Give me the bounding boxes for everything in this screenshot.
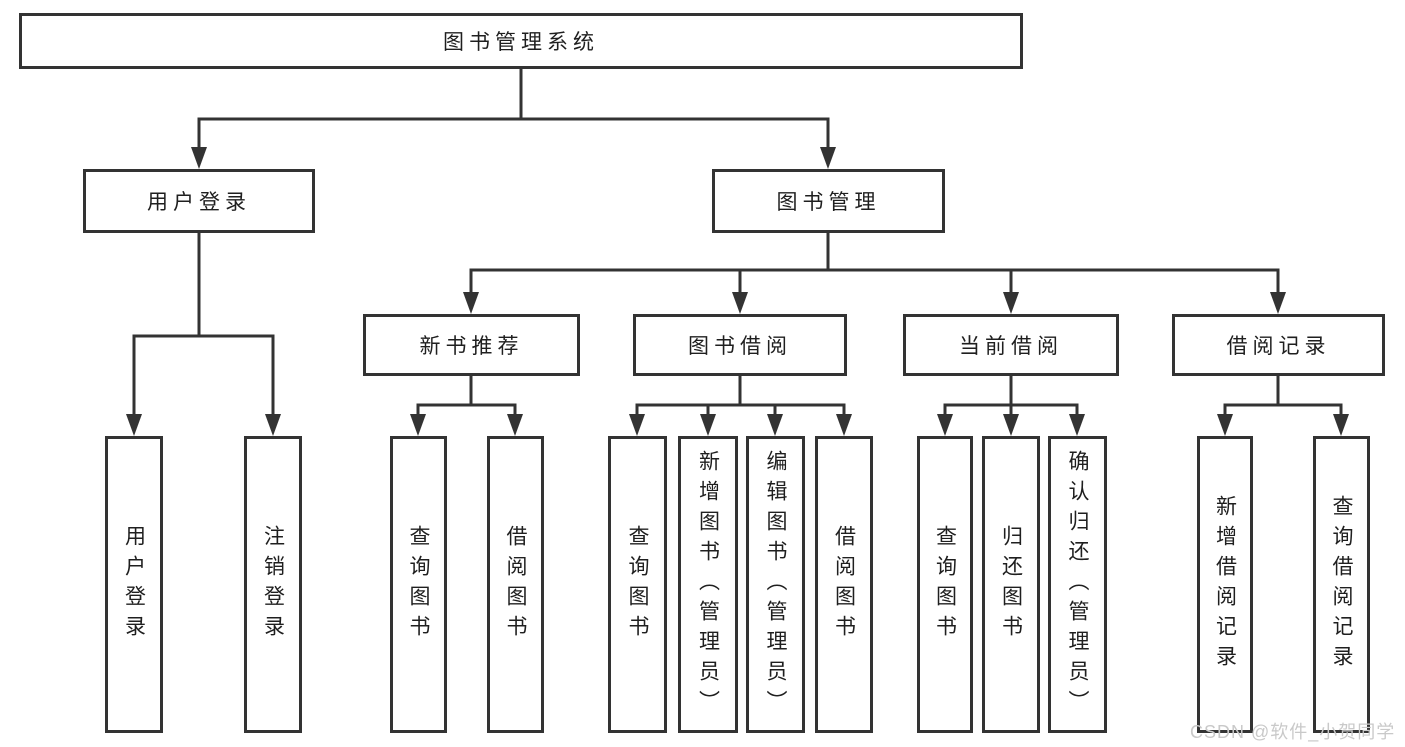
node-logout: 注销登录 (244, 436, 302, 733)
arrow-down-icon (191, 147, 207, 169)
arrow-down-icon (836, 414, 852, 436)
connector-bookmgmt-to-level3 (469, 231, 1280, 307)
node-book-management-label: 图书管理 (776, 191, 881, 214)
arrow-down-icon (1003, 292, 1019, 314)
arrow-down-icon (1069, 414, 1085, 436)
arrow-down-icon (629, 414, 645, 436)
node-user-login-leaf: 用户登录 (105, 436, 163, 733)
node-current-borrow-label: 当前借阅 (959, 335, 1063, 358)
node-root: 图书管理系统 (19, 13, 1023, 69)
node-add-borrow-record-label: 新增借阅记录 (1213, 494, 1237, 675)
node-query-books-3: 查询图书 (917, 436, 973, 733)
arrow-down-icon (937, 414, 953, 436)
node-query-books-1-label: 查询图书 (407, 524, 430, 645)
node-add-books-admin-label: 新增图书（管理员） (696, 449, 720, 720)
node-root-label: 图书管理系统 (443, 31, 599, 54)
node-user-login-label: 用户登录 (147, 191, 251, 214)
arrow-down-icon (126, 414, 142, 436)
arrow-down-icon (265, 414, 281, 436)
arrow-down-icon (463, 292, 479, 314)
node-new-book-recommend-label: 新书推荐 (419, 335, 524, 358)
arrowheads (126, 147, 1349, 436)
arrow-down-icon (1217, 414, 1233, 436)
connector-userlogin-to-leaves (132, 231, 275, 430)
node-query-books-2: 查询图书 (608, 436, 667, 733)
node-book-borrow-label: 图书借阅 (688, 335, 792, 358)
node-return-books-label: 归还图书 (999, 524, 1023, 645)
arrow-down-icon (1270, 292, 1286, 314)
arrow-down-icon (767, 414, 783, 436)
node-user-login: 用户登录 (83, 169, 315, 233)
node-borrow-records-label: 借阅记录 (1226, 335, 1331, 358)
node-logout-label: 注销登录 (261, 524, 285, 645)
node-borrow-books-2: 借阅图书 (815, 436, 873, 733)
node-query-books-1: 查询图书 (390, 436, 447, 733)
arrow-down-icon (410, 414, 426, 436)
node-query-books-2-label: 查询图书 (626, 524, 649, 645)
node-return-books: 归还图书 (982, 436, 1040, 733)
arrow-down-icon (700, 414, 716, 436)
watermark: CSDN @软件_小贺同学 (1190, 722, 1396, 742)
node-query-borrow-record: 查询借阅记录 (1313, 436, 1370, 733)
node-confirm-return-admin: 确认归还（管理员） (1048, 436, 1107, 733)
node-query-books-3-label: 查询图书 (933, 524, 957, 645)
node-borrow-books-2-label: 借阅图书 (832, 524, 856, 645)
node-add-borrow-record: 新增借阅记录 (1197, 436, 1253, 733)
node-borrow-records: 借阅记录 (1172, 314, 1385, 376)
node-book-management: 图书管理 (712, 169, 945, 233)
connector-borrowrecords-to-leaves (1223, 374, 1343, 430)
node-edit-books-admin-label: 编辑图书（管理员） (764, 449, 787, 720)
node-confirm-return-admin-label: 确认归还（管理员） (1066, 449, 1089, 720)
arrow-down-icon (820, 147, 836, 169)
node-edit-books-admin: 编辑图书（管理员） (746, 436, 805, 733)
node-borrow-books-1: 借阅图书 (487, 436, 544, 733)
arrow-down-icon (1003, 414, 1019, 436)
node-user-login-leaf-label: 用户登录 (122, 524, 146, 645)
node-book-borrow: 图书借阅 (633, 314, 847, 376)
connector-root-to-level2 (197, 67, 830, 162)
connector-bookborrow-to-leaves (635, 374, 846, 430)
node-borrow-books-1-label: 借阅图书 (504, 524, 527, 645)
node-query-borrow-record-label: 查询借阅记录 (1330, 494, 1353, 675)
node-current-borrow: 当前借阅 (903, 314, 1119, 376)
arrow-down-icon (732, 292, 748, 314)
connector-newbook-to-leaves (416, 374, 517, 430)
node-add-books-admin: 新增图书（管理员） (678, 436, 738, 733)
arrow-down-icon (1333, 414, 1349, 436)
node-new-book-recommend: 新书推荐 (363, 314, 580, 376)
arrow-down-icon (507, 414, 523, 436)
